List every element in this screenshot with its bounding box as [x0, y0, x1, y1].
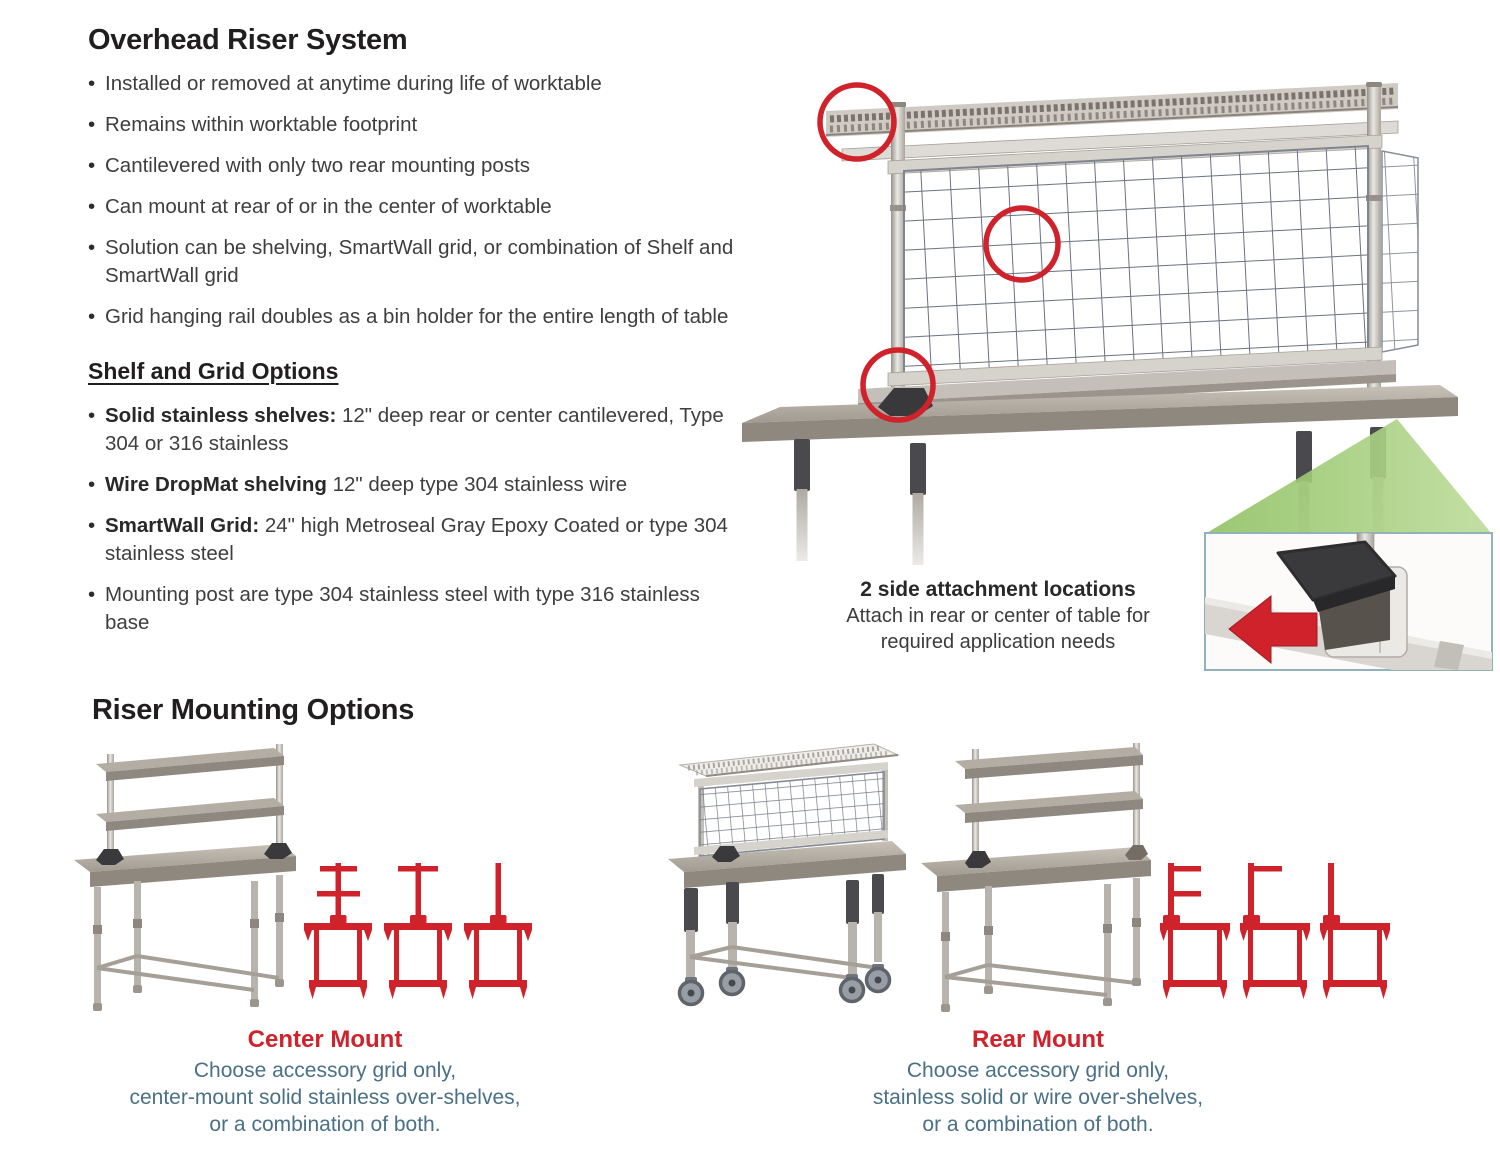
side-attachment-clamp [878, 388, 933, 416]
rear-mount-photo [915, 737, 1160, 1022]
mobile-grid-table-photo [660, 735, 910, 1020]
shelf-grid-options-title: Shelf and Grid Options [88, 358, 339, 384]
rear-mount-table [921, 743, 1151, 1012]
feature-list: Installed or removed at anytime during l… [88, 70, 736, 331]
center-post-two-shelves-icon [304, 863, 372, 999]
caption-line: or a combination of both. [922, 1113, 1154, 1136]
feature-item: Can mount at rear of or in the center of… [88, 193, 736, 221]
caption-line: center-mount solid stainless over-shelve… [129, 1086, 521, 1109]
option-lead: Solid stainless shelves: [105, 404, 337, 427]
overhead-riser-photo [740, 55, 1500, 680]
overhead-riser-section: Overhead Riser System Installed or remov… [88, 24, 736, 650]
callout-title: 2 side attachment locations [860, 578, 1136, 601]
caption-line: Choose accessory grid only, [193, 1059, 457, 1082]
highlight-circle-rail [817, 82, 897, 162]
feature-item: Remains within worktable footprint [88, 111, 736, 139]
callout-line: required application needs [880, 631, 1116, 653]
arrow-left-icon [1228, 594, 1318, 665]
rear-mount-caption: Rear Mount Choose accessory grid only, s… [818, 1026, 1258, 1138]
center-mount-icons [303, 862, 543, 1002]
rear-mount-icons [1158, 862, 1403, 1002]
worktable-riser-illustration [742, 82, 1493, 671]
option-item: Solid stainless shelves: 12" deep rear o… [88, 402, 736, 458]
option-rest: Mounting post are type 304 stainless ste… [105, 583, 700, 634]
feature-item: Grid hanging rail doubles as a bin holde… [88, 303, 736, 331]
rear-mount-title: Rear Mount [972, 1026, 1104, 1053]
feature-item: Solution can be shelving, SmartWall grid… [88, 234, 736, 290]
attachment-callout: 2 side attachment locations Attach in re… [828, 576, 1168, 655]
rear-post-two-shelves-icon [1160, 863, 1230, 999]
callout-line: Attach in rear or center of table for [846, 605, 1150, 627]
option-lead: SmartWall Grid: [105, 514, 260, 537]
option-rest: 12" deep rear or center cantilevered, Ty… [105, 404, 724, 455]
zoom-callout-triangle [1205, 419, 1492, 534]
option-lead: Wire DropMat shelving [105, 473, 327, 496]
casters [677, 964, 892, 1007]
center-mount-table [74, 744, 296, 1011]
center-post-only-icon [464, 863, 532, 999]
center-mount-photo [60, 740, 310, 1018]
option-rest: 12" deep type 304 stainless wire [326, 473, 628, 496]
riser-mounting-title: Riser Mounting Options [92, 694, 415, 726]
clamp-detail-inset [1204, 532, 1493, 671]
highlight-circle-clamp [860, 347, 936, 423]
center-mount-title: Center Mount [247, 1026, 403, 1053]
center-post-one-shelf-icon [384, 863, 452, 999]
center-mount-caption: Center Mount Choose accessory grid only,… [105, 1026, 545, 1138]
option-item: Mounting post are type 304 stainless ste… [88, 581, 736, 637]
shelf-grid-options-list: Solid stainless shelves: 12" deep rear o… [88, 402, 736, 637]
highlight-circles [817, 82, 1061, 423]
rear-post-one-shelf-icon [1240, 863, 1310, 999]
bin-hanging-rail [825, 83, 1399, 162]
mobile-grid-table [668, 743, 906, 1007]
feature-item: Cantilevered with only two rear mounting… [88, 152, 736, 180]
highlight-circle-grid [983, 205, 1061, 283]
feature-item: Installed or removed at anytime during l… [88, 70, 736, 98]
smartwall-grid [858, 134, 1419, 411]
option-rest: 24" high Metroseal Gray Epoxy Coated or … [105, 514, 728, 565]
caption-line: Choose accessory grid only, [906, 1059, 1170, 1082]
caption-line: stainless solid or wire over-shelves, [872, 1086, 1204, 1109]
rear-mounting-posts [890, 82, 1382, 410]
rear-post-only-icon [1320, 863, 1390, 999]
option-item: Wire DropMat shelving 12" deep type 304 … [88, 471, 736, 499]
caption-line: or a combination of both. [209, 1113, 441, 1136]
option-item: SmartWall Grid: 24" high Metroseal Gray … [88, 512, 736, 568]
page-title: Overhead Riser System [88, 24, 408, 56]
